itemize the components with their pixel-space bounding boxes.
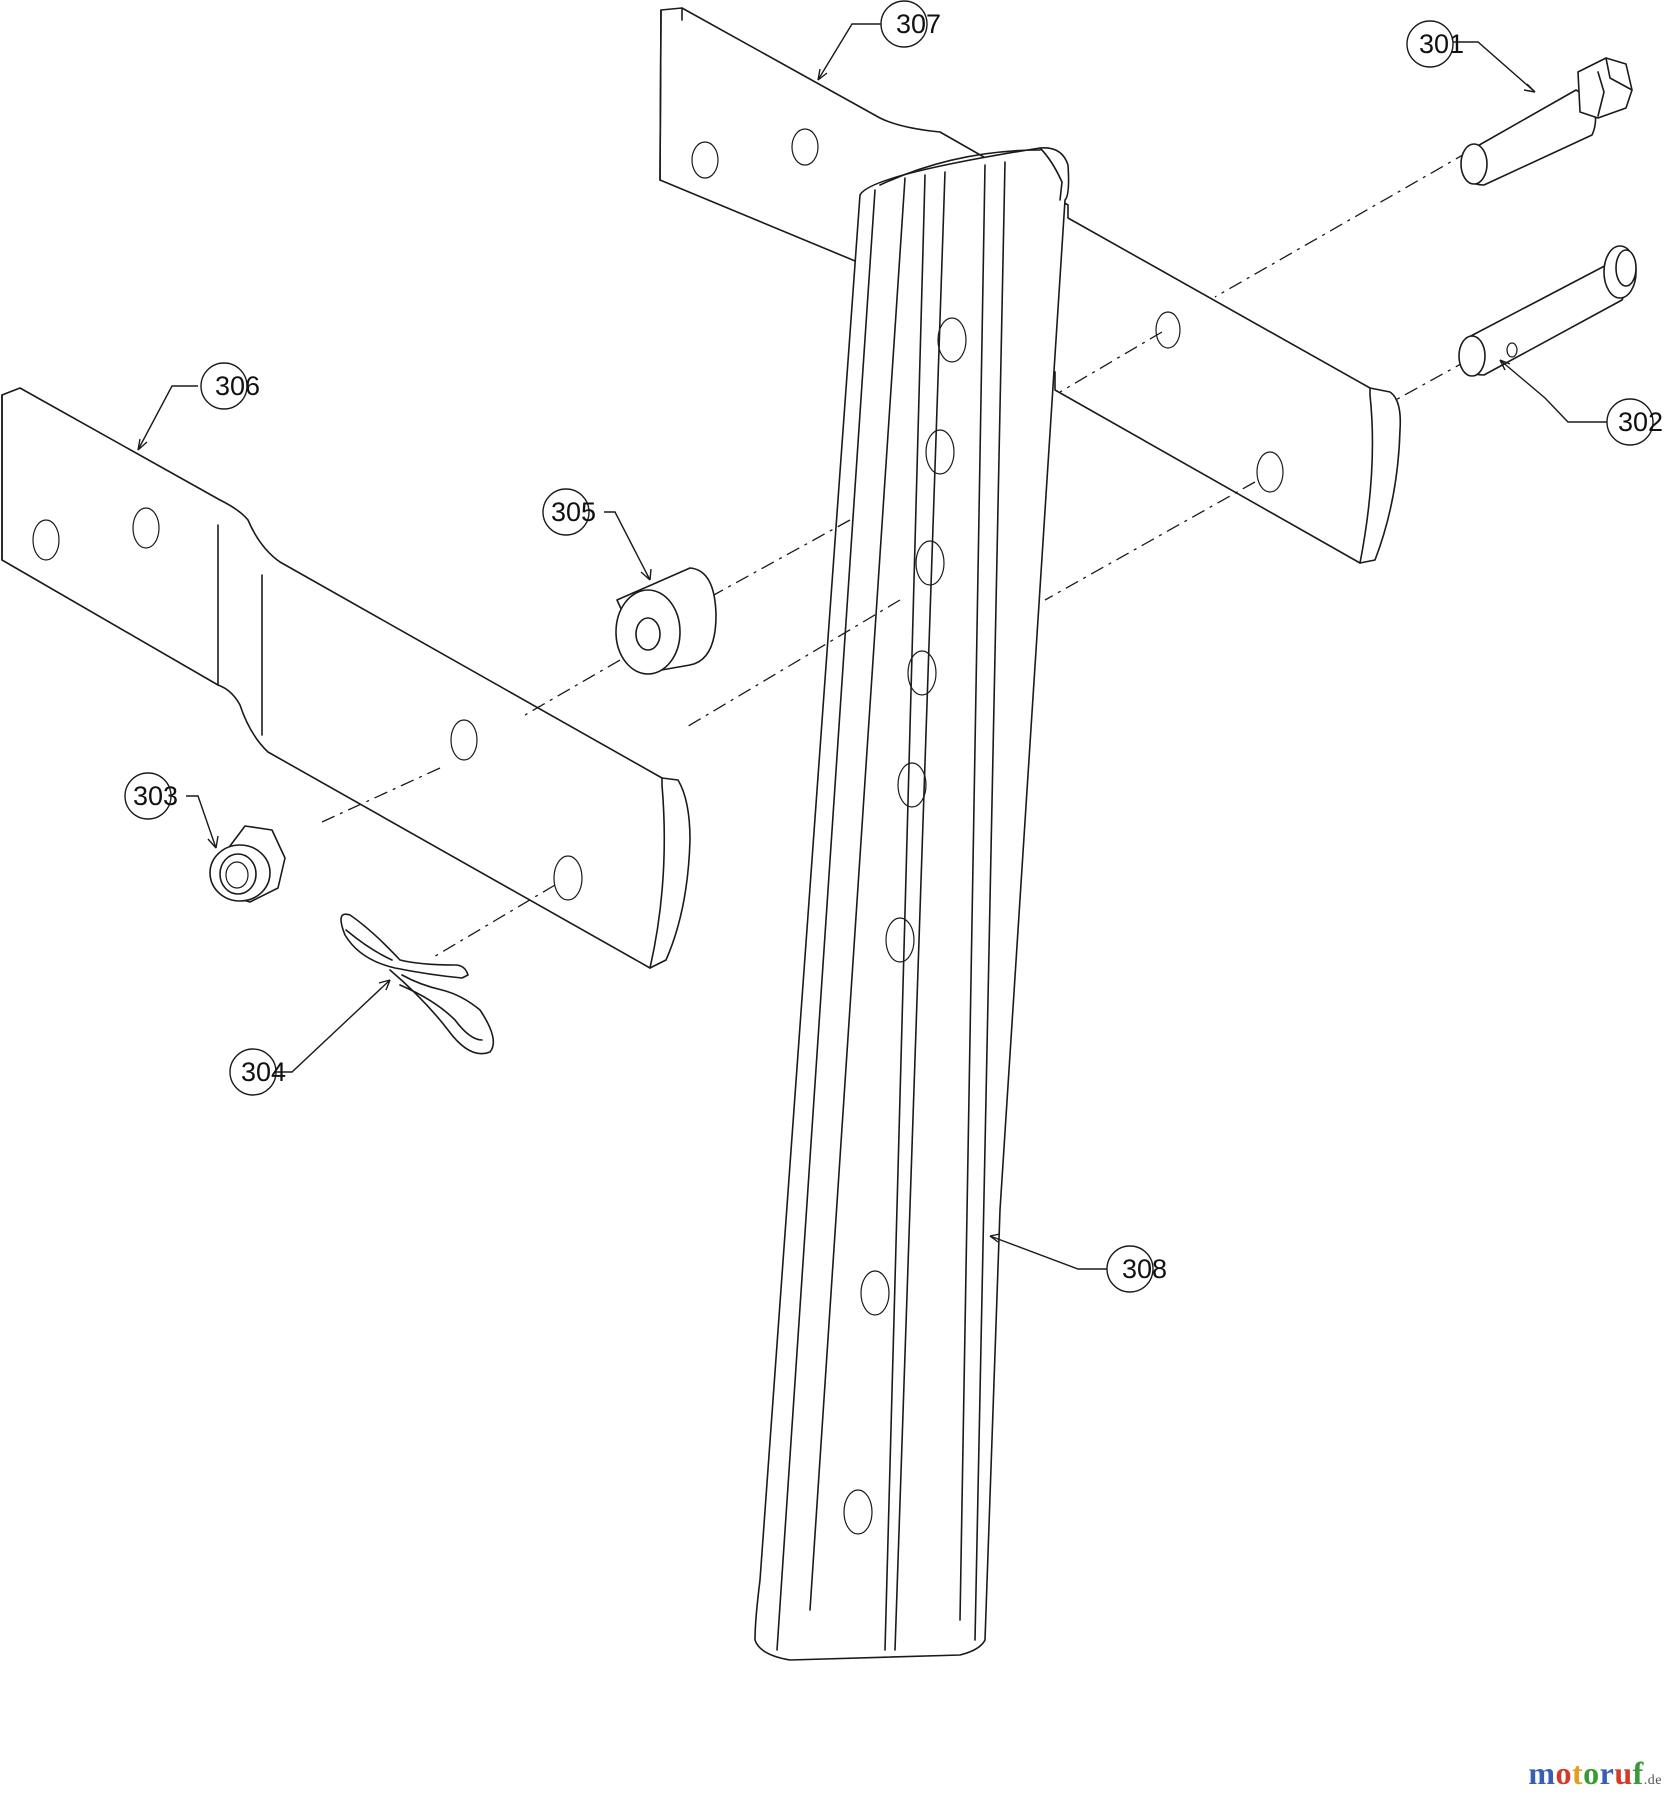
callout-label-305: 305 — [551, 497, 596, 527]
watermark-letter: f — [1632, 1755, 1644, 1791]
callout-label-303: 303 — [133, 781, 178, 811]
callout-304: 304 — [229, 1048, 286, 1096]
hex-bolt-301 — [1460, 57, 1633, 186]
slotted-bar-308 — [754, 147, 1070, 1661]
watermark-suffix: .de — [1643, 1773, 1662, 1788]
watermark-letter: u — [1614, 1755, 1633, 1791]
callout-label-304: 304 — [241, 1057, 286, 1087]
callout-305: 305 — [542, 488, 596, 536]
callout-label-302: 302 — [1618, 407, 1663, 437]
bracket-plate-306 — [1, 387, 691, 969]
hair-pin-clip-304 — [340, 913, 495, 1055]
watermark-letter: t — [1571, 1755, 1584, 1791]
callout-302: 302 — [1606, 398, 1663, 446]
callout-301: 301 — [1406, 20, 1464, 68]
callout-308: 308 — [1106, 1245, 1167, 1293]
callout-label-307: 307 — [896, 9, 941, 39]
callout-307: 307 — [880, 0, 941, 48]
watermark-letter: o — [1555, 1755, 1572, 1791]
watermark-letter: m — [1528, 1755, 1556, 1791]
flange-nut-303 — [209, 825, 286, 903]
callout-306: 306 — [200, 362, 260, 410]
watermark-letters: motoruf — [1528, 1755, 1643, 1791]
assembly-axis-lines — [321, 151, 1469, 959]
spacer-bushing-305 — [615, 567, 717, 675]
callout-label-308: 308 — [1122, 1254, 1167, 1284]
watermark-letter: o — [1583, 1755, 1600, 1791]
callout-303: 303 — [124, 772, 178, 820]
watermark-letter: r — [1599, 1755, 1615, 1791]
motoruf-watermark-logo: motoruf.de — [1528, 1755, 1662, 1792]
callout-label-301: 301 — [1419, 29, 1464, 59]
clevis-pin-302 — [1458, 245, 1637, 377]
callout-label-306: 306 — [215, 371, 260, 401]
